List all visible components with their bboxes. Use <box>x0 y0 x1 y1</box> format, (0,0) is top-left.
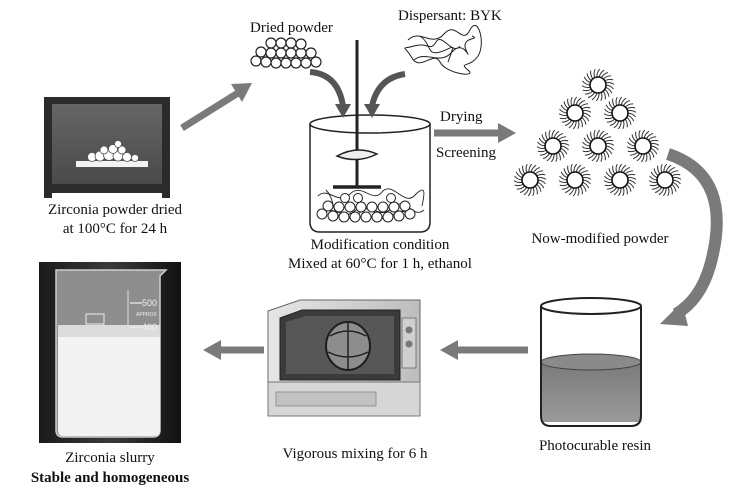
modification-label-line1: Modification condition <box>310 237 450 253</box>
modified-particle <box>626 129 660 163</box>
vigorous-mixing-label: Vigorous mixing for 6 h <box>282 446 428 462</box>
screening-label: Screening <box>436 145 496 161</box>
oven-powder-pile <box>87 140 139 162</box>
slurry-label-line1: Zirconia slurry <box>65 450 155 466</box>
beaker-mark-approx: APPROX <box>136 312 158 318</box>
mixer-machine <box>267 299 421 417</box>
arrow-oven-to-powder <box>180 83 252 131</box>
arrow-dispersant-into-beaker <box>369 71 406 107</box>
modified-particle <box>648 163 682 197</box>
modified-powder-label: Now-modified powder <box>531 231 669 247</box>
modified-particle <box>603 163 637 197</box>
photocurable-resin-label: Photocurable resin <box>538 438 652 454</box>
modified-particle <box>603 96 637 130</box>
resin-beaker <box>540 297 642 427</box>
modified-powder-triangle <box>513 68 682 197</box>
dispersant-label: Dispersant: BYK <box>398 8 502 24</box>
modification-label-line2: Mixed at 60°C for 1 h, ethanol <box>288 256 472 272</box>
oven-label-line2: at 100°C for 24 h <box>62 221 168 237</box>
slurry-label-line2: Stable and homogeneous <box>30 470 190 486</box>
arrow-beaker-to-modified <box>434 123 516 143</box>
modified-particle <box>513 163 547 197</box>
slurry-beaker-photo: 500 APPROX 400 <box>39 262 181 443</box>
oven-illustration <box>44 97 170 198</box>
modified-particle <box>581 68 615 102</box>
oven-label-line1: Zirconia powder dried <box>47 202 183 218</box>
dispersant-squiggle <box>404 25 482 75</box>
dried-powder-label: Dried powder <box>250 20 333 36</box>
arrow-powder-into-beaker <box>309 69 346 107</box>
beaker-mark-500: 500 <box>142 298 157 308</box>
modified-particle <box>558 96 592 130</box>
modified-particle <box>581 129 615 163</box>
modified-particle <box>558 163 592 197</box>
modified-particle <box>536 129 570 163</box>
arrow-resin-to-mixer <box>440 340 528 360</box>
drying-label: Drying <box>440 109 483 125</box>
arrow-modified-to-resin <box>665 148 723 320</box>
dried-powder-pile <box>250 37 322 69</box>
arrow-mixer-to-slurry <box>203 340 264 360</box>
beaker-mark-400: 400 <box>142 322 157 332</box>
mixing-beaker <box>309 40 431 233</box>
process-arrows <box>180 69 723 360</box>
